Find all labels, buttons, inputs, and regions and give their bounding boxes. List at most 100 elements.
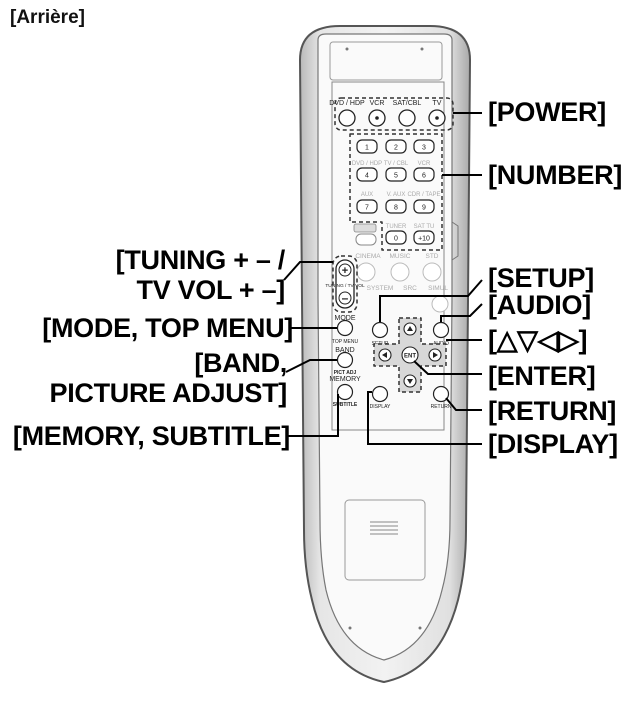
arrow-up-icon bbox=[407, 326, 413, 331]
mode-label: STD bbox=[426, 253, 439, 260]
key-label: 5 bbox=[394, 173, 398, 180]
label-band-line1: [BAND, bbox=[194, 348, 287, 378]
mode-label: MUSIC bbox=[390, 253, 411, 260]
number-key-8[interactable] bbox=[385, 199, 407, 214]
mode-label: SRC bbox=[403, 285, 417, 292]
label-tuning-line1: [TUNING + – / bbox=[115, 245, 286, 275]
display-btn-label: DISPLAY bbox=[370, 404, 391, 410]
label-audio: [AUDIO] bbox=[488, 290, 591, 320]
number-key-6[interactable] bbox=[413, 167, 435, 182]
tuning-plus-icon: + bbox=[342, 265, 348, 277]
label-tuning: [TUNING + – / TV VOL + –] bbox=[115, 245, 286, 305]
memory-btn-label: MEMORY bbox=[329, 376, 361, 383]
mode-button[interactable] bbox=[336, 319, 354, 337]
cinema-button[interactable] bbox=[356, 262, 376, 282]
small-round-key[interactable] bbox=[355, 233, 377, 246]
source-label: VCR bbox=[370, 100, 385, 107]
source-label: TV bbox=[433, 100, 442, 107]
enter-button[interactable] bbox=[401, 346, 419, 364]
key-sublabel: AUX bbox=[361, 192, 373, 198]
number-key-1[interactable] bbox=[356, 139, 378, 154]
display-button[interactable] bbox=[371, 385, 389, 403]
top-menu-label: TOP MENU bbox=[332, 339, 359, 345]
simul-button[interactable] bbox=[431, 295, 449, 313]
pict-adj-label: PICT ADJ bbox=[334, 370, 357, 376]
tuning-minus-icon: – bbox=[342, 291, 349, 305]
leader-audio bbox=[440, 303, 483, 322]
label-display: [DISPLAY] bbox=[488, 429, 618, 459]
number-key-0[interactable] bbox=[385, 230, 407, 245]
power-highlight bbox=[334, 97, 454, 131]
power-button-dvd[interactable] bbox=[338, 109, 356, 127]
source-labels: DVD / HDP VCR SAT/CBL TV bbox=[329, 100, 442, 107]
side-tab bbox=[451, 221, 459, 261]
label-band: [BAND, PICTURE ADJUST] bbox=[49, 348, 287, 408]
mode-buttons bbox=[356, 262, 449, 313]
label-number: [NUMBER] bbox=[488, 160, 623, 190]
number-sublabels: DVD / HDP TV / CBL VCR AUX V. AUX CDR / … bbox=[352, 161, 441, 230]
number-key-9[interactable] bbox=[413, 199, 435, 214]
leader-setup bbox=[379, 279, 483, 322]
source-label: DVD / HDP bbox=[329, 100, 365, 107]
label-memory: [MEMORY, SUBTITLE] bbox=[12, 421, 290, 451]
number-key-labels: 1 2 3 4 5 6 7 8 9 0 +10 bbox=[365, 145, 430, 243]
source-label: SAT/CBL bbox=[393, 100, 422, 107]
number-key-2[interactable] bbox=[385, 139, 407, 154]
return-button[interactable] bbox=[432, 385, 450, 403]
key-sublabel: V. AUX bbox=[387, 192, 406, 198]
music-button[interactable] bbox=[390, 262, 410, 282]
key-label: 2 bbox=[394, 145, 398, 152]
power-button-sat[interactable] bbox=[398, 109, 416, 127]
band-button[interactable] bbox=[336, 351, 354, 369]
setup-button[interactable] bbox=[371, 321, 389, 339]
leader-tuning bbox=[283, 261, 333, 281]
battery-cover bbox=[344, 499, 426, 581]
std-button[interactable] bbox=[422, 262, 442, 282]
label-band-line2: PICTURE ADJUST] bbox=[49, 378, 287, 408]
key-sublabel: TV / CBL bbox=[384, 161, 409, 167]
key-label: 1 bbox=[365, 145, 369, 152]
key-label: 0 bbox=[394, 236, 398, 243]
key-label: +10 bbox=[418, 236, 430, 243]
label-arrows: [△▽◁▷] bbox=[488, 325, 588, 355]
mode-label: SYSTEM bbox=[367, 285, 394, 292]
key-label: 9 bbox=[422, 205, 426, 212]
master-key[interactable] bbox=[353, 223, 377, 233]
arrow-right-icon bbox=[433, 352, 438, 358]
label-mode: [MODE, TOP MENU] bbox=[42, 313, 293, 343]
mode-labels: CINEMA MUSIC STD SYSTEM SRC SIMUL bbox=[355, 253, 448, 292]
label-setup: [SETUP] bbox=[488, 263, 594, 293]
button-panel bbox=[331, 81, 445, 431]
battery-vent bbox=[370, 521, 398, 535]
page-header: [Arrière] bbox=[10, 7, 85, 28]
subtitle-label: SUBTITLE bbox=[333, 402, 358, 408]
audio-button[interactable] bbox=[432, 321, 450, 339]
key-sublabel: DVD / HDP bbox=[352, 161, 382, 167]
number-key-plus10[interactable] bbox=[413, 230, 435, 245]
leader-enter bbox=[413, 360, 482, 375]
number-key-7[interactable] bbox=[356, 199, 378, 214]
leader-memory bbox=[288, 394, 339, 437]
key-label: 8 bbox=[394, 205, 398, 212]
leader-lines bbox=[283, 112, 483, 445]
return-btn-label: RETURN bbox=[431, 404, 452, 410]
key-sublabel: CDR / TAPE bbox=[407, 192, 440, 198]
arrow-left-icon bbox=[382, 352, 387, 358]
memory-button[interactable] bbox=[336, 383, 354, 401]
tuning-highlight bbox=[332, 255, 358, 313]
key-sublabel: TUNER bbox=[386, 224, 407, 230]
label-enter: [ENTER] bbox=[488, 361, 596, 391]
key-label: 4 bbox=[365, 173, 369, 180]
number-highlight bbox=[349, 133, 443, 251]
number-keys bbox=[356, 139, 435, 245]
arrow-down-icon bbox=[407, 379, 413, 384]
key-sublabel: SAT TU bbox=[414, 224, 435, 230]
number-key-4[interactable] bbox=[356, 167, 378, 182]
number-key-3[interactable] bbox=[413, 139, 435, 154]
leader-display bbox=[367, 391, 482, 445]
key-label: 3 bbox=[422, 145, 426, 152]
key-sublabel: VCR bbox=[418, 161, 431, 167]
mode-label: SIMUL bbox=[428, 285, 448, 292]
label-return: [RETURN] bbox=[488, 396, 617, 426]
number-key-5[interactable] bbox=[385, 167, 407, 182]
